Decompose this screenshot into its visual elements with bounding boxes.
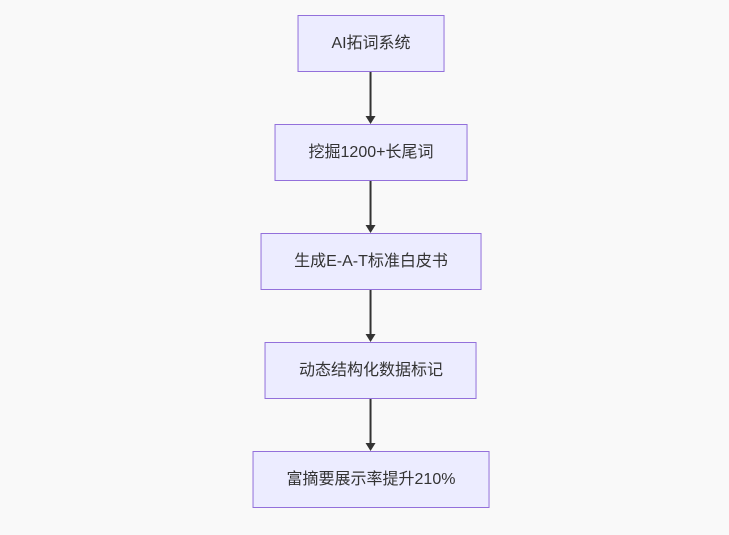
arrow-line xyxy=(370,181,372,227)
node-label: 挖掘1200+长尾词 xyxy=(308,143,434,161)
arrow-n3-n4 xyxy=(365,290,377,342)
arrow-n2-n3 xyxy=(365,181,377,233)
arrow-line xyxy=(370,72,372,118)
arrow-head-icon xyxy=(366,443,376,451)
arrow-line xyxy=(370,290,372,336)
flow-node-structured-data-markup: 动态结构化数据标记 xyxy=(264,342,477,399)
node-label: 生成E-A-T标准白皮书 xyxy=(294,252,448,270)
node-label: AI拓词系统 xyxy=(331,34,411,52)
arrow-head-icon xyxy=(366,334,376,342)
arrow-head-icon xyxy=(366,225,376,233)
flow-node-eat-whitepaper: 生成E-A-T标准白皮书 xyxy=(260,233,482,290)
arrow-n1-n2 xyxy=(365,72,377,124)
arrow-head-icon xyxy=(366,116,376,124)
flowchart: AI拓词系统 挖掘1200+长尾词 生成E-A-T标准白皮书 动态结构化数据标记… xyxy=(252,15,490,508)
arrow-line xyxy=(370,399,372,445)
node-label: 动态结构化数据标记 xyxy=(298,361,443,379)
arrow-n4-n5 xyxy=(365,399,377,451)
node-label: 富摘要展示率提升210% xyxy=(286,470,456,488)
flow-node-ai-keyword-system: AI拓词系统 xyxy=(297,15,445,72)
flow-node-longtail-mining: 挖掘1200+长尾词 xyxy=(274,124,468,181)
flow-node-rich-snippet-result: 富摘要展示率提升210% xyxy=(252,451,490,508)
